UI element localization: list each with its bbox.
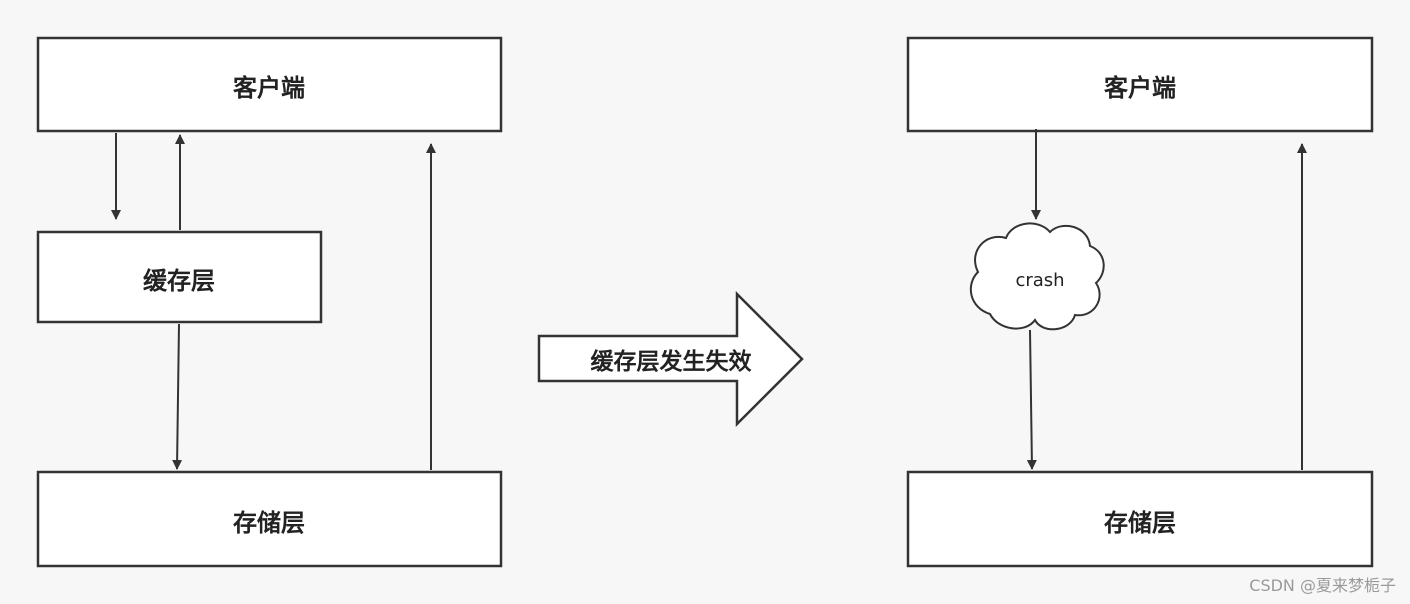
right-diagram: 客户端 存储层 crash: [906, 36, 1374, 568]
transition-label: 缓存层发生失效: [591, 348, 752, 375]
right-client-box: 客户端: [906, 36, 1374, 133]
left-cache-box: 缓存层: [36, 230, 323, 324]
crash-label: crash: [1015, 270, 1064, 291]
right-client-label: 客户端: [1104, 74, 1176, 102]
left-storage-label: 存储层: [233, 509, 305, 537]
right-storage-box: 存储层: [906, 470, 1374, 568]
left-diagram: 客户端 缓存层 存储层: [36, 36, 503, 568]
watermark: CSDN @夏来梦栀子: [1249, 576, 1396, 595]
cloud-icon: [969, 222, 1105, 331]
left-client-label: 客户端: [233, 74, 305, 102]
transition-arrow: 缓存层发生失效: [537, 290, 804, 428]
crash-cloud: crash: [969, 222, 1105, 331]
left-storage-box: 存储层: [36, 470, 503, 568]
right-storage-label: 存储层: [1104, 509, 1176, 537]
arrow-cache-to-storage: [172, 323, 183, 470]
left-cache-label: 缓存层: [143, 267, 215, 295]
left-client-box: 客户端: [36, 36, 503, 133]
arrow-crash-to-storage: [1026, 329, 1037, 470]
